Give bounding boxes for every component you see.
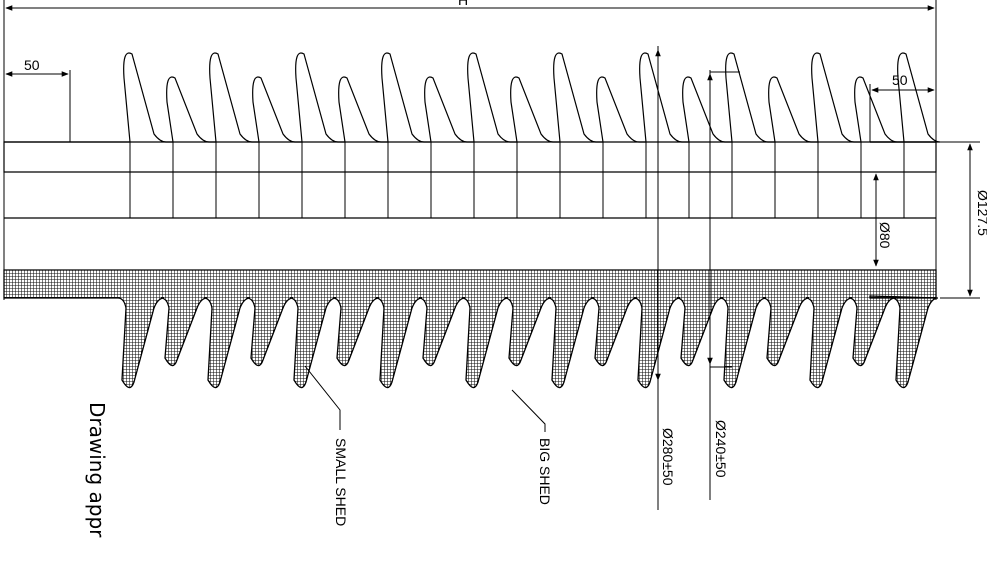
upper-housing	[3, 52, 941, 268]
lower-shed-section	[3, 269, 939, 389]
left-end-dimension: 50	[24, 57, 40, 73]
lower-section-hatched	[3, 269, 939, 389]
upper-shed-profile	[70, 52, 941, 143]
left-end-fitting: 50	[4, 57, 71, 143]
drawing-note: Drawing appr	[85, 402, 109, 538]
outer-diameter-label: Ø127.5	[975, 190, 987, 236]
shed-labels: SMALL SHED BIG SHED	[304, 365, 553, 526]
core-diameter-label: Ø80	[877, 222, 893, 249]
right-end-dimension: 50	[892, 72, 908, 88]
shed-stem-lines	[129, 142, 905, 218]
big-shed-label: BIG SHED	[537, 438, 553, 505]
length-label: H	[458, 0, 468, 8]
diameter-dimensions: Ø127.5 Ø80 Ø280±50 Ø240±50	[655, 46, 987, 510]
length-dimension: H	[3, 0, 937, 300]
big-shed-diameter-label: Ø280±50	[660, 428, 676, 486]
small-shed-label: SMALL SHED	[333, 438, 349, 526]
small-shed-diameter-label: Ø240±50	[713, 420, 729, 478]
